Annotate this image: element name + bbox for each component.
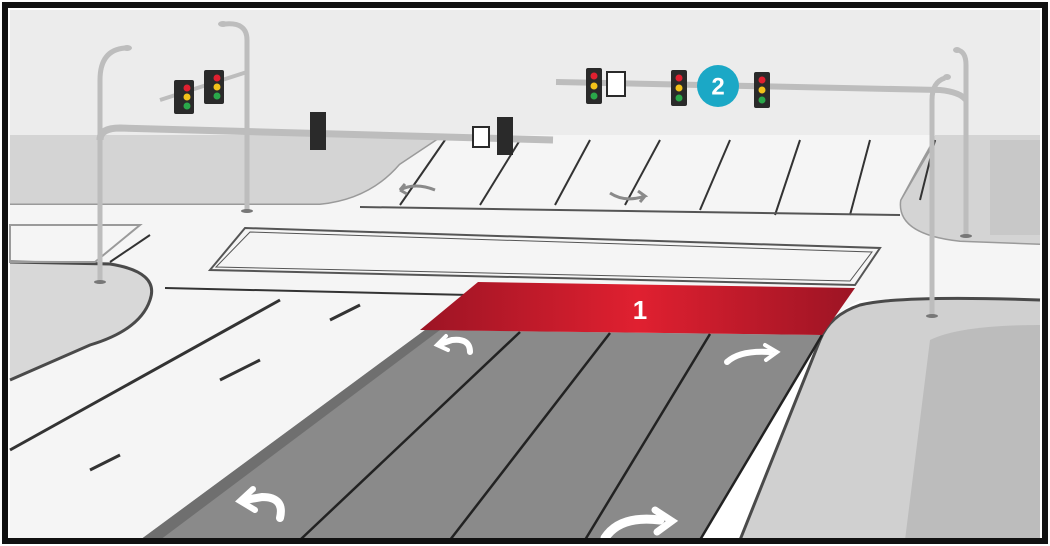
sign-panel: [472, 126, 490, 148]
curb-near-left: [9, 260, 153, 382]
mast-arm-left: [96, 124, 554, 144]
far-crosswalk: [359, 139, 936, 216]
sidewalk-near-right-inner: [905, 325, 1040, 540]
traffic-signal-icon: [754, 72, 770, 108]
traffic-signal-icon: [586, 68, 602, 104]
approach-lanes-shade: [140, 330, 440, 540]
road-edge-left: [109, 234, 151, 263]
left-turn-arrow-icon: [433, 334, 473, 355]
left-lane-markings: [9, 298, 361, 472]
street-light-icon: [218, 21, 253, 213]
traffic-signal-icon: [671, 70, 687, 106]
sidewalk-far-left: [10, 135, 445, 205]
mast-arm-right: [555, 79, 969, 102]
right-turn-arrow-icon: [600, 506, 679, 543]
marker-2-label: 2: [711, 74, 724, 101]
traffic-signal-icon: [174, 80, 194, 114]
approach-lane-lines: [299, 331, 824, 541]
traffic-signal-icon: [204, 70, 224, 104]
box-junction-outline: [207, 226, 882, 287]
signal-back-plate: [497, 117, 513, 155]
street-light-icon: [94, 45, 132, 284]
box-junction-inner: [214, 231, 873, 282]
marker-2-circle: [697, 65, 739, 107]
zone-1-highlight: [420, 282, 855, 335]
sidewalk-near-left: [10, 260, 152, 380]
far-left-turn-arrow-icon: [398, 183, 436, 196]
street-light-icon: [953, 47, 972, 238]
crosswalk-left: [9, 224, 143, 263]
left-turn-arrow-icon: [235, 486, 285, 522]
far-right-turn-arrow-icon: [609, 189, 649, 203]
signal-back-plate: [310, 112, 326, 150]
building-right: [990, 140, 1040, 235]
approach-lanes: [140, 330, 822, 540]
stop-line: [164, 287, 471, 296]
right-turn-arrow-icon: [724, 343, 781, 365]
sign-panel: [606, 71, 626, 97]
zone-1-label: 1: [633, 295, 647, 325]
